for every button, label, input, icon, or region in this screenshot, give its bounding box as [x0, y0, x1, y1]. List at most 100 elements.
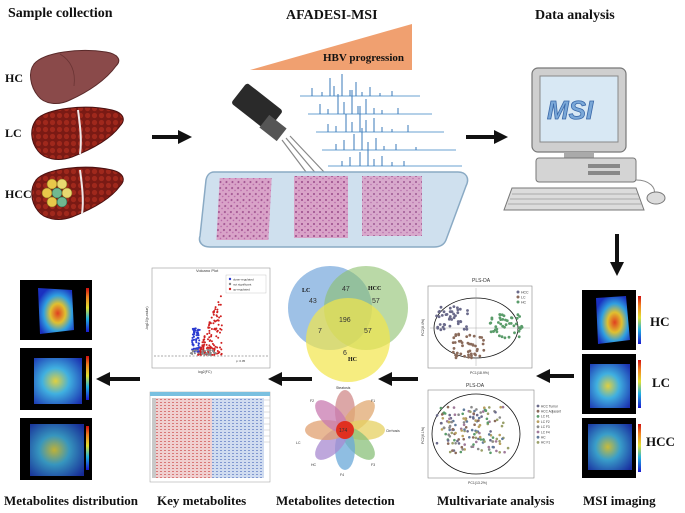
cirrhotic-liver	[31, 106, 124, 160]
volcano-point-up	[220, 328, 223, 331]
plsda-bottom-point	[475, 408, 478, 411]
plsda-bottom-point	[461, 448, 465, 451]
plsda-top-point	[458, 307, 462, 311]
flower-label-6: Cirrhosis	[386, 429, 400, 433]
plsda-bottom-point	[477, 416, 481, 420]
hbv-progression-wedge	[250, 24, 412, 70]
plsda-bottom-point	[468, 415, 472, 419]
computer-icon: MSI	[503, 67, 666, 211]
plsda-top-point	[473, 352, 476, 356]
arrow-left-3	[268, 372, 312, 386]
plsda-top-point	[516, 313, 520, 317]
plsda-bottom-point	[493, 419, 497, 423]
plsda-bottom-point	[473, 432, 476, 436]
plsda-bottom-point	[454, 423, 457, 427]
distribution-image-2	[20, 348, 92, 410]
plsda-top-point	[461, 344, 464, 348]
flower-label-0: Steatosis	[336, 386, 351, 390]
plsda-bottom-title: PLS-DA	[466, 383, 485, 389]
plsda-top-point	[436, 326, 440, 330]
plsda-top-point	[500, 335, 504, 339]
plsda-bottom-point	[494, 440, 498, 443]
plsda-bottom-legend-label: LC F2	[541, 420, 550, 424]
plsda-top-point	[499, 322, 503, 326]
plsda-top-legend: HCC LC HC	[516, 290, 529, 305]
plsda-bottom-point	[498, 439, 501, 443]
plsda-bottom-legend-marker	[536, 441, 540, 444]
plsda-top-point	[457, 332, 460, 336]
plsda-top-point	[508, 322, 511, 325]
plsda-bottom-point	[502, 421, 505, 425]
volcano-point-ns	[204, 350, 206, 352]
plsda-bottom-point	[451, 441, 454, 445]
msi-imaging-panel: HC LC HCC	[582, 290, 675, 478]
volcano-point-ns	[193, 352, 196, 355]
plsda-top-point	[490, 317, 494, 321]
volcano-point-down	[195, 341, 198, 344]
plsda-top-point	[455, 354, 459, 357]
plsda-top-point	[466, 341, 470, 345]
volcano-point-up	[216, 329, 219, 332]
volcano-point-up	[217, 301, 220, 304]
plsda-bottom-point	[483, 440, 486, 443]
svg-text:LC: LC	[521, 296, 526, 300]
volcano-points	[189, 295, 223, 356]
plsda-top-point	[489, 330, 493, 334]
plsda-top-point	[495, 327, 499, 331]
volcano-point-ns	[201, 349, 204, 352]
title-data-analysis: Data analysis	[535, 8, 615, 23]
msi-label-hcc: HCC	[646, 434, 675, 449]
plsda-top-point	[469, 342, 473, 346]
plsda-bottom-legend-label: LC F1	[541, 415, 550, 419]
plsda-bottom-point	[478, 435, 482, 439]
volcano-point-up	[217, 303, 220, 306]
plsda-bottom-point	[465, 420, 469, 423]
svg-text:not significant: not significant	[233, 283, 252, 287]
plsda-bottom-point	[485, 417, 489, 421]
plsda-top-point	[497, 321, 500, 324]
plsda-bottom-points	[435, 405, 510, 455]
plsda-top-point	[459, 352, 463, 356]
plsda-bottom-point	[462, 417, 465, 420]
plsda-bottom-point	[476, 447, 480, 451]
flower-label-1: F1	[371, 399, 375, 403]
plsda-bottom-legend-marker	[536, 404, 540, 408]
plsda-top-point	[510, 316, 514, 320]
plsda-top-point	[500, 313, 504, 317]
msi-label-lc: LC	[652, 375, 670, 390]
title-metabolites-detection: Metabolites detection	[276, 493, 396, 508]
afadesi-panel: HBV progression	[198, 24, 469, 248]
plsda-top-point	[504, 323, 508, 327]
plsda-bottom-legend-label: HCC Adjacent	[541, 410, 561, 414]
plsda-top-point	[454, 334, 458, 337]
plsda-top-point	[503, 325, 506, 329]
plsda-bottom-point	[466, 430, 469, 433]
plsda-top-point	[456, 322, 460, 326]
title-metabolites-distribution: Metabolites distribution	[4, 493, 139, 508]
volcano-point-down	[197, 328, 200, 331]
plsda-top-point	[452, 316, 456, 320]
plsda-bottom-point	[468, 436, 471, 439]
plsda-top-point	[482, 338, 485, 342]
distribution-image-1	[20, 280, 92, 340]
plsda-bottom-point	[446, 439, 450, 442]
volcano-point-up	[197, 353, 200, 356]
plsda-bottom-point	[501, 405, 505, 409]
volcano-point-up	[203, 335, 206, 338]
plsda-top-point	[444, 313, 448, 316]
plsda-top-plot: PLS-DA PC1(18.9%) PC2(8.4%) HCC LC HC	[421, 278, 533, 375]
monitor-msi-label: MSI	[547, 95, 594, 125]
plsda-top-point	[514, 322, 518, 326]
volcano-point-up	[213, 310, 216, 312]
plsda-bottom-point	[448, 426, 451, 429]
plsda-top-point	[449, 310, 453, 314]
volcano-point-ns	[198, 352, 201, 355]
plsda-top-point	[462, 327, 466, 331]
plsda-bottom-point	[461, 434, 465, 438]
plsda-bottom-point	[461, 412, 465, 416]
plsda-bottom-point	[482, 438, 485, 441]
volcano-point-up	[208, 324, 210, 327]
volcano-point-up	[213, 328, 216, 331]
hcc-liver	[31, 166, 124, 220]
volcano-point-ns	[190, 352, 193, 354]
